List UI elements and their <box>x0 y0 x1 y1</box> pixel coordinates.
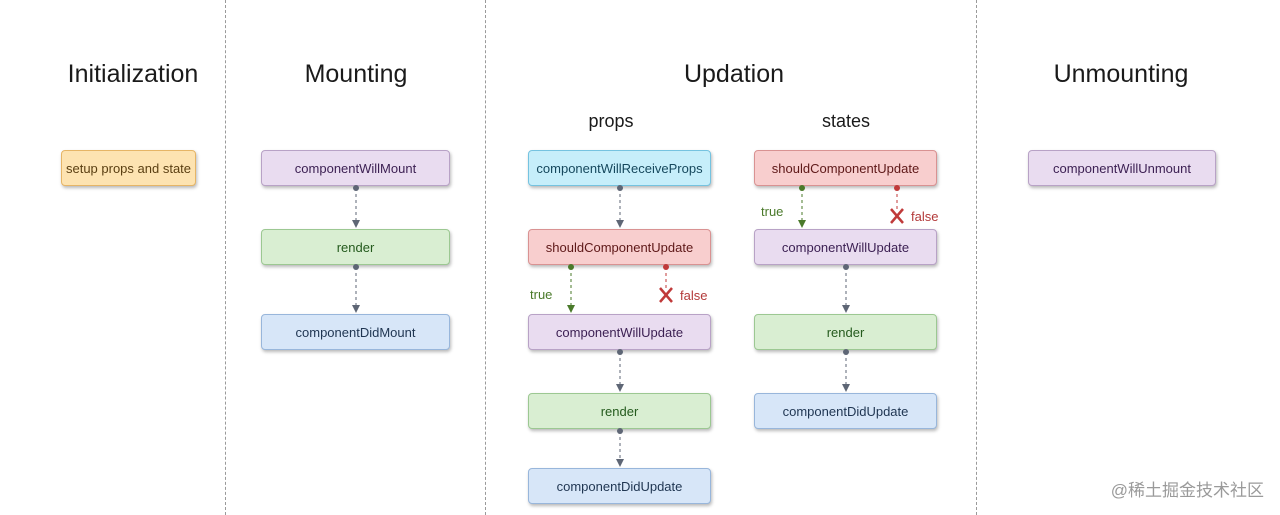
states-true-label: true <box>761 204 784 219</box>
phase-unmounting-heading: Unmounting <box>1053 60 1189 88</box>
mount-arrow-1 <box>352 185 360 228</box>
states-component-did-update-box: componentDidUpdate <box>754 393 937 429</box>
component-will-unmount-box: componentWillUnmount <box>1028 150 1216 186</box>
props-arrow-3 <box>616 349 624 392</box>
divider-updation-unmounting <box>976 0 977 515</box>
phase-mounting-heading: Mounting <box>304 60 408 88</box>
states-true-arrow <box>798 185 806 228</box>
states-render-box: render <box>754 314 937 350</box>
divider-mounting-updation <box>485 0 486 515</box>
states-arrow-2 <box>842 264 850 313</box>
states-heading: states <box>821 111 871 131</box>
props-heading: props <box>588 111 634 131</box>
props-arrow-4 <box>616 428 624 467</box>
mount-arrow-2 <box>352 264 360 313</box>
props-component-did-update-box: componentDidUpdate <box>528 468 711 504</box>
props-component-will-receive-props-box: componentWillReceiveProps <box>528 150 711 186</box>
props-arrow-1 <box>616 185 624 228</box>
props-true-label: true <box>530 287 553 302</box>
states-should-component-update-box: shouldComponentUpdate <box>754 150 937 186</box>
props-should-component-update-box: shouldComponentUpdate <box>528 229 711 265</box>
states-false-label: false <box>911 209 939 224</box>
phase-initialization-heading: Initialization <box>67 60 199 88</box>
states-false-branch <box>890 185 904 224</box>
mounting-render-box: render <box>261 229 450 265</box>
props-true-arrow <box>567 264 575 313</box>
props-render-box: render <box>528 393 711 429</box>
mounting-component-did-mount-box: componentDidMount <box>261 314 450 350</box>
props-false-branch <box>659 264 673 303</box>
states-arrow-3 <box>842 349 850 392</box>
setup-props-state-box: setup props and state <box>61 150 196 186</box>
phase-updation-heading: Updation <box>683 60 785 88</box>
props-false-label: false <box>680 288 708 303</box>
states-component-will-update-box: componentWillUpdate <box>754 229 937 265</box>
watermark: @稀土掘金技术社区 <box>1110 481 1264 500</box>
divider-init-mounting <box>225 0 226 515</box>
